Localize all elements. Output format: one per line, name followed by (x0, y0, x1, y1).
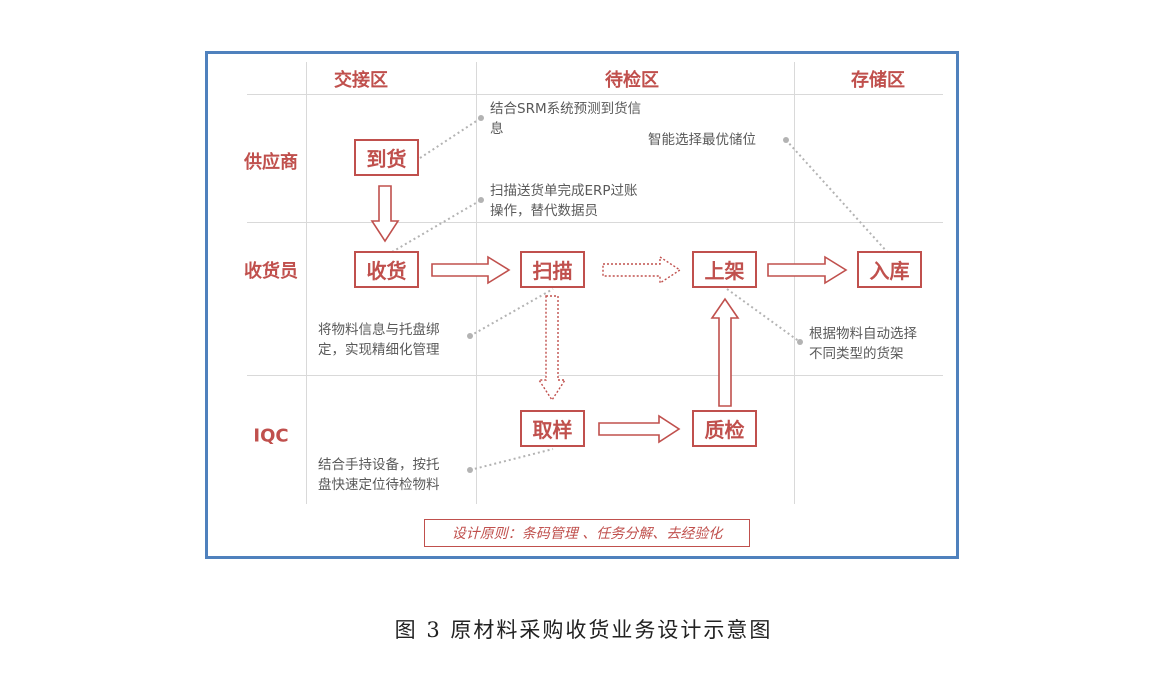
leader-erp (391, 199, 482, 253)
row-header-receiver: 收货员 (244, 261, 298, 282)
column-divider-3 (794, 62, 795, 504)
figure-caption: 图 3 原材料采购收货业务设计示意图 (394, 618, 773, 642)
leader-shelf (726, 288, 801, 343)
step-sample-box: 取样 (520, 410, 585, 447)
column-divider-2 (476, 62, 477, 504)
step-receive-box: 收货 (354, 251, 419, 288)
note-shelf: 根据物料自动选择不同类型的货架 (809, 326, 917, 362)
diagram-frame (205, 51, 959, 559)
arrow-shelve-to-inbound (767, 255, 848, 285)
leader-srm-dot (478, 115, 484, 121)
arrow-arrival-to-receive (370, 185, 400, 243)
arrow-sample-to-inspect (598, 414, 681, 444)
leader-handheld-dot (467, 467, 473, 473)
row-divider-2 (247, 375, 943, 376)
leader-erp-dot (478, 197, 484, 203)
leader-shelf-dot (797, 339, 803, 345)
column-divider-1 (306, 62, 307, 504)
design-principle-label: 设计原则：条码管理 、任务分解、去经验化 (424, 519, 750, 547)
leader-pallet (469, 288, 554, 337)
column-header-storage-zone: 存储区 (851, 70, 905, 91)
step-arrival-box: 到货 (354, 139, 419, 176)
step-inbound-box: 入库 (857, 251, 922, 288)
note-erp: 扫描送货单完成ERP过账操作，替代数据员 (490, 183, 638, 219)
arrow-receive-to-scan (431, 255, 511, 285)
leader-storage-dot (783, 137, 789, 143)
leader-storage (785, 139, 890, 255)
arrow-scan-to-sample (537, 295, 567, 402)
column-header-handover-zone: 交接区 (334, 70, 388, 91)
step-inspect-box: 质检 (692, 410, 757, 447)
step-scan-box: 扫描 (520, 251, 585, 288)
leader-handheld (469, 448, 554, 471)
note-storage: 智能选择最优储位 (648, 132, 756, 148)
row-divider-1 (247, 222, 943, 223)
header-divider (247, 94, 943, 95)
arrow-scan-to-shelve (602, 255, 682, 285)
leader-pallet-dot (467, 333, 473, 339)
row-header-iqc: IQC (253, 425, 289, 447)
note-handheld: 结合手持设备，按托盘快速定位待检物料 (318, 457, 440, 493)
note-pallet: 将物料信息与托盘绑定，实现精细化管理 (318, 322, 440, 358)
row-header-supplier: 供应商 (244, 152, 298, 173)
leader-srm (419, 117, 482, 159)
column-header-inspection-zone: 待检区 (605, 70, 659, 91)
arrow-inspect-to-shelve (710, 297, 740, 407)
note-srm: 结合SRM系统预测到货信息 (490, 101, 642, 137)
step-shelve-box: 上架 (692, 251, 757, 288)
